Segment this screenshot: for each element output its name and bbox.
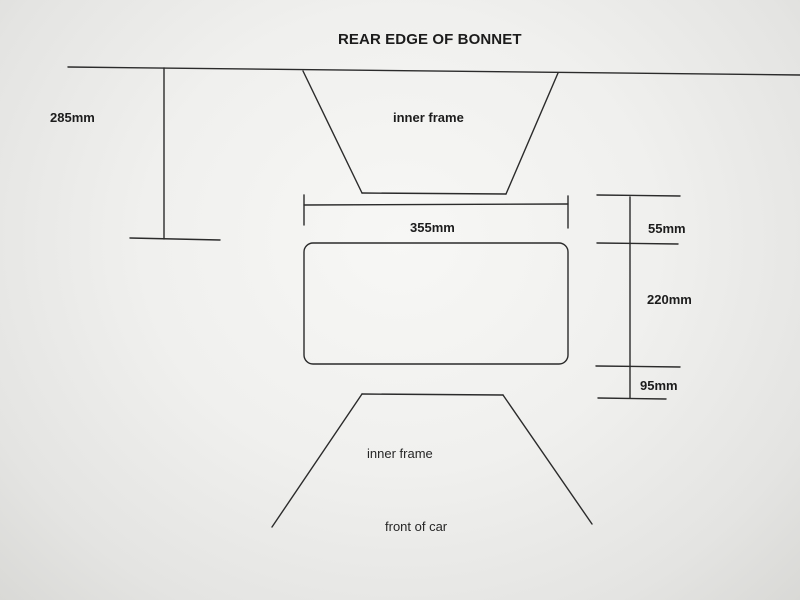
diagram-title: REAR EDGE OF BONNET	[338, 31, 522, 48]
gap-top-label: 55mm	[648, 221, 686, 236]
height-label: 220mm	[647, 292, 692, 307]
cutout-panel	[303, 242, 569, 365]
rear-offset-bottom-tick	[129, 237, 221, 241]
inner-frame-bottom-right-side	[502, 394, 593, 525]
height-lower-tick	[595, 365, 681, 368]
gap-bottom-label: 95mm	[640, 378, 678, 393]
inner-frame-bottom-left-side	[271, 393, 363, 528]
front-of-car-label: front of car	[385, 519, 448, 534]
gap-top-lower-tick	[596, 242, 679, 245]
inner-frame-top-right-side	[505, 72, 559, 195]
width-label: 355mm	[410, 220, 455, 235]
inner-frame-top-label: inner frame	[393, 110, 464, 125]
inner-frame-top-left-side	[302, 70, 363, 194]
inner-frame-top-bottom-edge	[361, 192, 507, 195]
gap-bottom-lower-tick	[597, 397, 667, 400]
inner-frame-bottom-top-edge	[361, 393, 504, 396]
bonnet-rear-edge-line	[67, 66, 800, 76]
inner-frame-bottom-label: inner frame	[367, 446, 433, 461]
gap-top-upper-tick	[596, 194, 681, 197]
rear-offset-label: 285mm	[50, 110, 95, 125]
width-dimension-line	[303, 203, 569, 206]
